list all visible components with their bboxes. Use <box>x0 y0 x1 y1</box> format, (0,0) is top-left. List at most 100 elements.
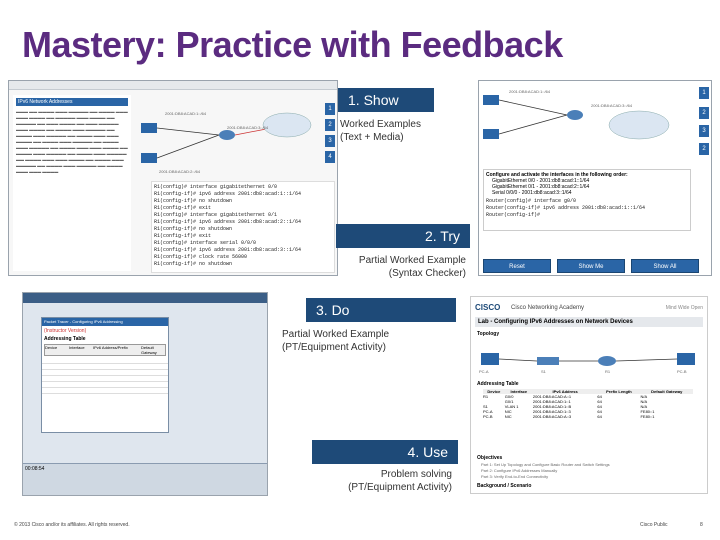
objective-item: Part 2: Configure IPv6 Addresses Manuall… <box>481 468 558 473</box>
show-all-button[interactable]: Show All <box>631 259 699 273</box>
router-icon <box>598 356 616 366</box>
cli-line: Router(config)# interface g0/0 <box>486 198 577 204</box>
cli-output: R1(config)# interface gigabitethernet 0/… <box>151 181 335 273</box>
cli-line: R1(config-if)# ipv6 address 2001:db8:aca… <box>154 219 302 225</box>
cloud-icon <box>262 112 312 138</box>
topology-heading: Topology <box>477 331 500 337</box>
switch-icon <box>537 357 559 365</box>
router-icon <box>219 130 235 140</box>
pc-icon <box>483 95 499 105</box>
cli-line: R1(config)# interface serial 0/0/0 <box>154 240 257 246</box>
bullet-item: Serial 0/0/0 - 2001:db8:acad:3::1/64 <box>492 190 572 196</box>
objectives-title: Objectives <box>477 455 503 461</box>
page-heading: IPv6 Network Addresses <box>16 98 128 106</box>
cisco-logo: CISCO <box>475 303 501 312</box>
page-number: 8 <box>700 522 703 528</box>
do-screenshot: Packet Tracer - Configuring IPv6 Address… <box>22 292 268 496</box>
col-ipv6-address: IPv6 Address <box>552 389 578 394</box>
cli-line[interactable]: Router(config-if)# <box>486 212 541 218</box>
cli-line: R1(config-if)# no shutdown <box>154 261 233 267</box>
tagline: Mind Wide Open <box>665 305 703 311</box>
tab-1[interactable]: 1 <box>325 103 335 115</box>
topology-diagram <box>141 112 312 163</box>
window-title: Packet Tracer - Configuring IPv6 Address… <box>42 318 168 326</box>
side-tab-2[interactable]: 2 <box>699 107 709 119</box>
col-interface: Interface <box>510 389 528 394</box>
pc-icon <box>677 353 695 365</box>
net-label-1: 2001:DB8:ACAD:1::/64 <box>509 89 551 94</box>
step-1-banner: 1. Show <box>338 88 434 112</box>
section-title: Addressing Table <box>44 336 86 342</box>
device-label: S1 <box>541 369 546 374</box>
syntax-checker: Configure and activate the interfaces in… <box>483 169 691 231</box>
side-tab-3[interactable]: 3 <box>699 125 709 137</box>
device-label: R1 <box>605 369 611 374</box>
net-label-2: 2001:DB8:ACAD:3::/64 <box>227 125 269 130</box>
side-tab-1[interactable]: 1 <box>699 87 709 99</box>
browser-bar <box>9 81 337 90</box>
pc2-icon <box>141 153 157 163</box>
activity-window: Packet Tracer - Configuring IPv6 Address… <box>41 317 169 433</box>
addressing-table-header: Device Interface IPv6 Address/Prefix Def… <box>44 344 166 356</box>
bullet-item: GigabitEthernet 0/1 - 2001:db8:acad:2::1… <box>492 184 590 190</box>
cli-line: R1(config-if)# exit <box>154 233 212 239</box>
time-display: 00:08:54 <box>25 466 45 472</box>
cli-line: R1(config-if)# ipv6 address 2001:db8:aca… <box>154 191 302 197</box>
slide-title: Mastery: Practice with Feedback <box>22 24 563 65</box>
instructions: Configure and activate the interfaces in… <box>486 172 628 178</box>
pc1-icon <box>141 123 157 133</box>
device-label: PC-B <box>677 369 687 374</box>
device-label: PC-A <box>479 369 489 374</box>
col-device: Device <box>487 389 501 394</box>
reset-button[interactable]: Reset <box>483 259 551 273</box>
tab-3[interactable]: 3 <box>325 135 335 147</box>
cli-line: R1(config)# interface gigabitethernet 0/… <box>154 184 278 190</box>
cloud-icon <box>608 110 670 140</box>
net-label-1: 2001:DB8:ACAD:1::/64 <box>165 111 207 116</box>
bullet-item: GigabitEthernet 0/0 - 2001:db8:acad:1::1… <box>492 178 590 184</box>
cli-line: R1(config-if)# exit <box>154 205 212 211</box>
course-text-panel: IPv6 Network Addresses ▬▬▬ ▬▬ ▬▬▬▬ ▬▬▬ ▬… <box>13 95 131 271</box>
col-gateway: Default Gateway <box>141 345 165 355</box>
cli-line: R1(config-if)# clock rate 56000 <box>154 254 248 260</box>
pc-icon <box>481 353 499 365</box>
pc-icon <box>483 129 499 139</box>
pt-device-bar[interactable]: 00:08:54 <box>23 463 267 495</box>
lab-title: Lab - Configuring IPv6 Addresses on Netw… <box>475 317 703 327</box>
addressing-table: Device Interface IPv6 Address Prefix Len… <box>483 389 693 419</box>
show-me-button[interactable]: Show Me <box>557 259 625 273</box>
use-screenshot: CISCO Cisco Networking Academy Mind Wide… <box>470 296 708 494</box>
subtitle: (Instructor Version) <box>44 328 87 334</box>
col-address: IPv6 Address/Prefix <box>93 345 141 355</box>
cli-line: R1(config-if)# no shutdown <box>154 198 233 204</box>
objective-item: Part 1: Set Up Topology and Configure Ba… <box>481 462 610 467</box>
cli-line: R1(config-if)# no shutdown <box>154 226 233 232</box>
net-label-2: 2001:DB8:ACAD:3::/64 <box>591 103 633 108</box>
try-topology <box>483 95 670 140</box>
tab-2[interactable]: 2 <box>325 119 335 131</box>
step-3-caption: Partial Worked Example (PT/Equipment Act… <box>282 329 390 353</box>
show-screenshot: IPv6 Network Addresses ▬▬▬ ▬▬ ▬▬▬▬ ▬▬▬ ▬… <box>8 80 338 276</box>
table-title: Addressing Table <box>477 381 519 387</box>
col-prefix: Prefix Length <box>606 389 632 394</box>
tab-4[interactable]: 4 <box>325 151 335 163</box>
step-2-banner: 2. Try <box>336 224 470 248</box>
background-title: Background / Scenario <box>477 483 532 489</box>
step-4-caption: Problem solving (PT/Equipment Activity) <box>348 469 452 493</box>
router-icon <box>567 110 583 120</box>
cli-line: Router(config-if)# ipv6 address 2001:db8… <box>486 205 646 211</box>
try-screenshot: 2001:DB8:ACAD:1::/64 2001:DB8:ACAD:3::/6… <box>478 80 712 276</box>
col-gateway: Default Gateway <box>651 389 683 394</box>
side-tab-4[interactable]: 2 <box>699 143 709 155</box>
net-label-3: 2001:DB8:ACAD:2::/64 <box>159 169 201 174</box>
footer-label: Cisco Public <box>640 522 668 528</box>
cli-line: R1(config)# interface gigabitethernet 0/… <box>154 212 278 218</box>
col-device: Device <box>45 345 69 355</box>
cli-line: R1(config-if)# ipv6 address 2001:db8:aca… <box>154 247 302 253</box>
step-4-banner: 4. Use <box>312 440 458 464</box>
pt-titlebar <box>23 293 267 303</box>
